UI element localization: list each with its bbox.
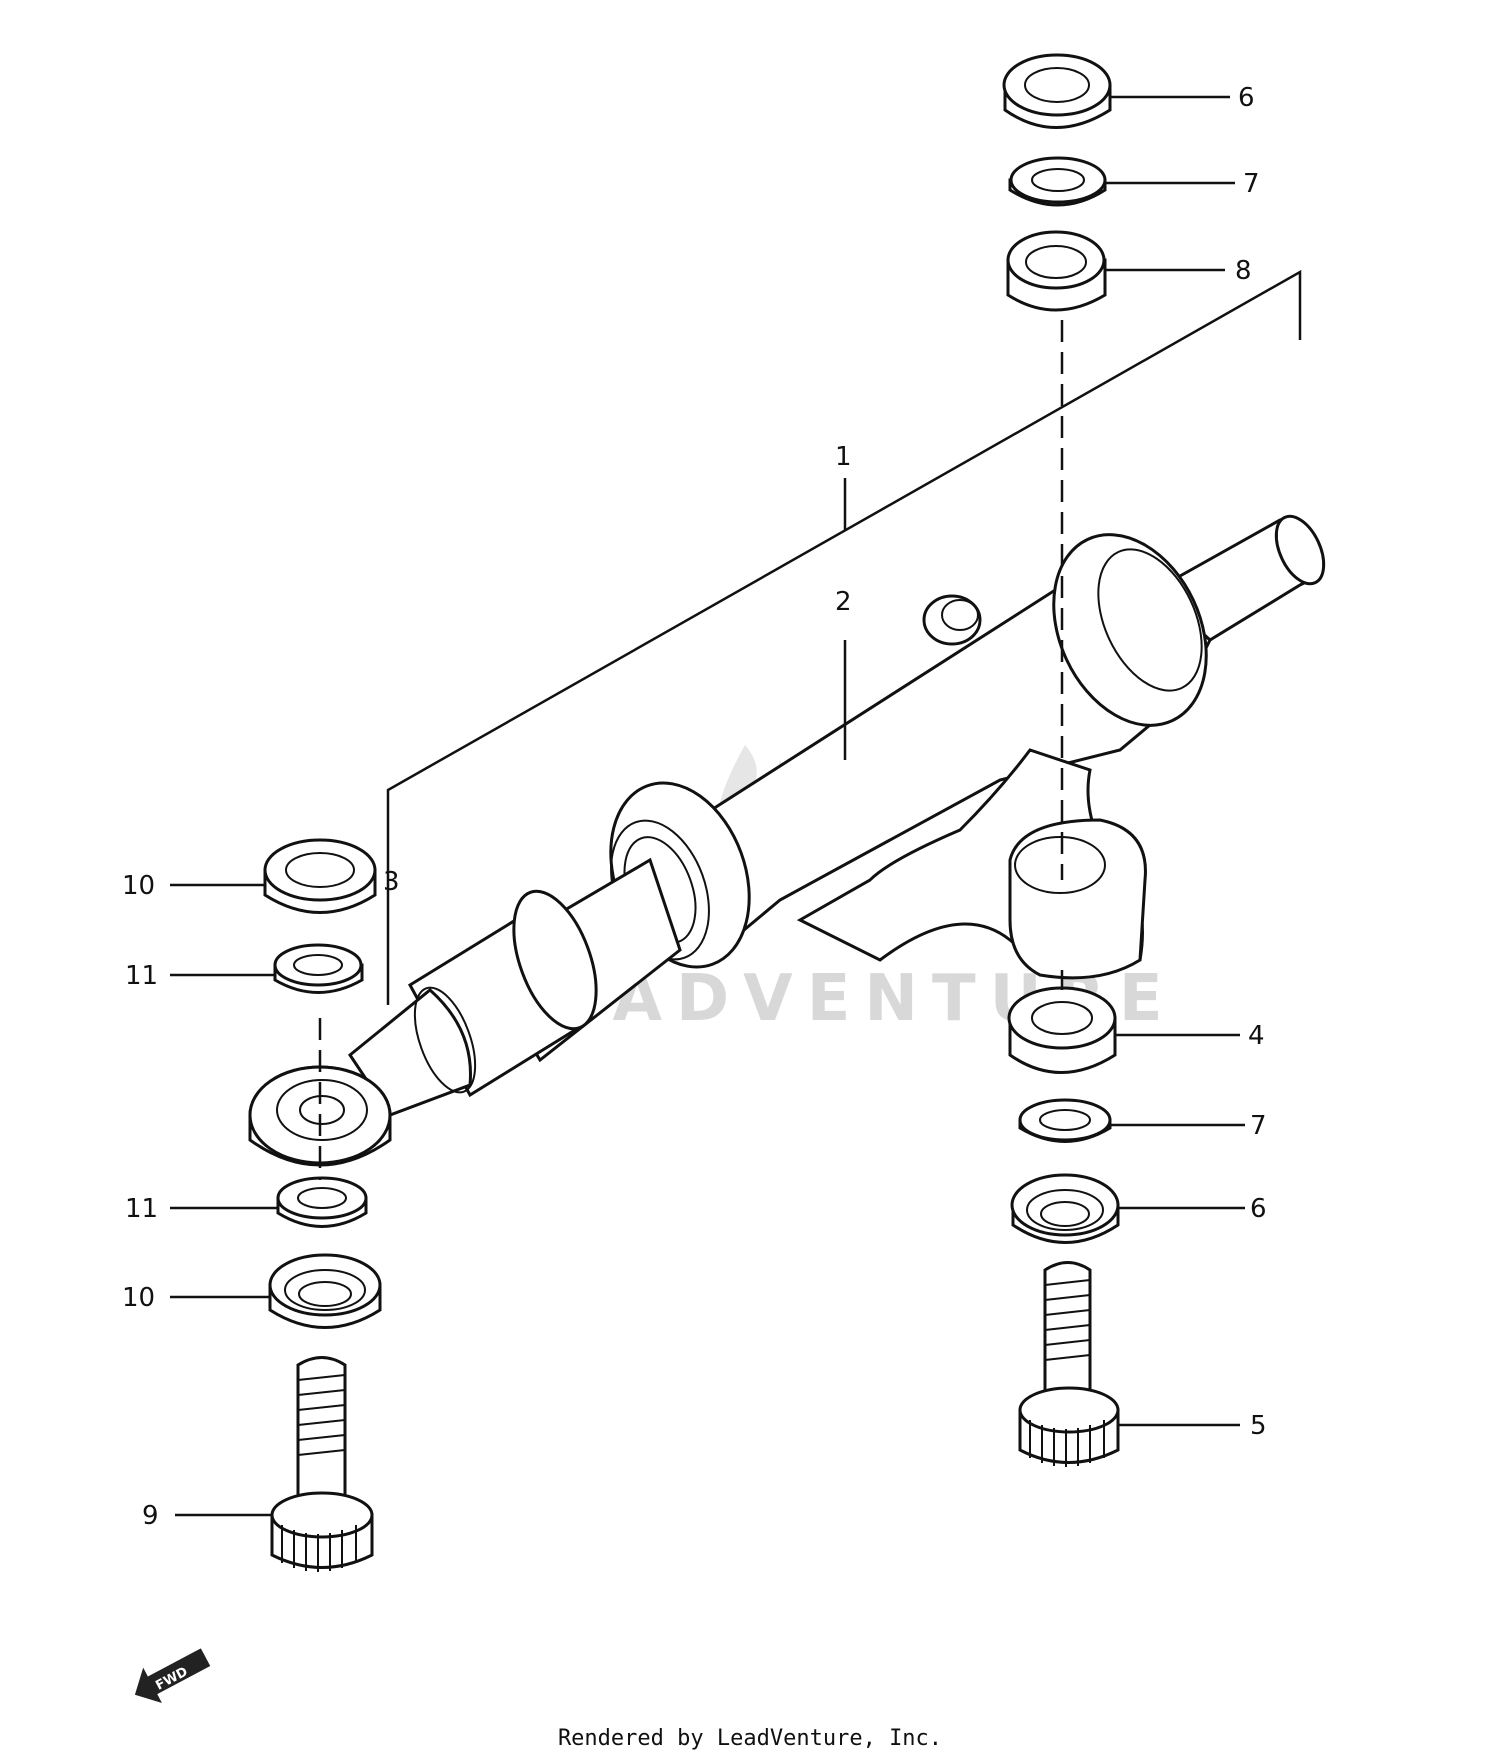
assembly-center-lines [318, 320, 1064, 1180]
label-part-7-top: 7 [1243, 169, 1260, 199]
damper-assembly [248, 514, 1326, 1167]
label-part-5: 5 [1250, 1411, 1267, 1441]
right-stack-top [1002, 53, 1112, 312]
footer-credit: Rendered by LeadVenture, Inc. [557, 1726, 943, 1751]
label-part-10-bottom: 10 [122, 1283, 155, 1313]
label-part-2: 2 [835, 587, 852, 617]
label-part-4: 4 [1248, 1021, 1265, 1051]
callout-leaders [170, 95, 1245, 1517]
part-1-bracket [386, 269, 1302, 1005]
label-part-3: 3 [383, 867, 400, 897]
forward-direction-arrow: FWD [134, 1648, 211, 1703]
label-part-11-top: 11 [125, 961, 158, 991]
label-part-7-bottom: 7 [1250, 1111, 1267, 1141]
label-part-1: 1 [835, 442, 852, 472]
label-part-11-bottom: 11 [125, 1194, 158, 1224]
label-part-6-bottom: 6 [1250, 1194, 1267, 1224]
label-part-10-top: 10 [122, 871, 155, 901]
part-labels: 6 7 8 1 2 3 4 7 6 5 10 11 11 10 9 [122, 83, 1267, 1531]
label-part-9: 9 [142, 1501, 159, 1531]
label-part-6-top: 6 [1238, 83, 1255, 113]
left-stack [263, 838, 382, 1572]
right-stack-bottom [1007, 986, 1120, 1467]
label-part-8: 8 [1235, 256, 1252, 286]
